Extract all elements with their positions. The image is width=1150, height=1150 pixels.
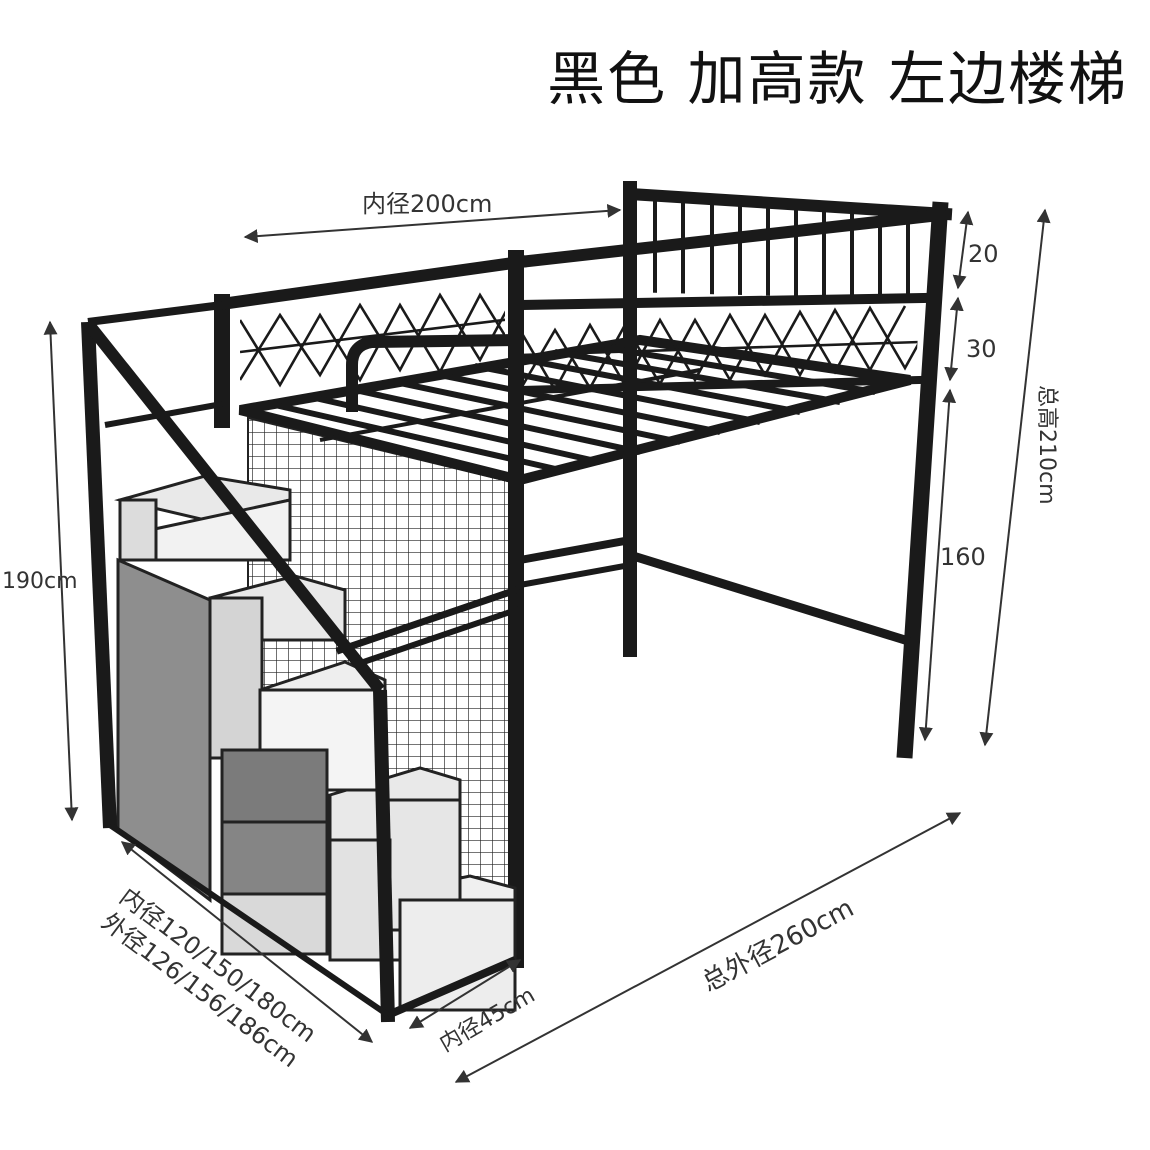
drawer-lower: [220, 820, 329, 896]
front-rail-lattice: [520, 304, 920, 390]
total-outer-length-label: 总外径260cm: [697, 893, 859, 998]
page-title: 黑色 加高款 左边楼梯: [547, 45, 1128, 113]
guard-handle: [346, 334, 521, 412]
dimension-lines: [43, 203, 1051, 1083]
inner-length-label: 内径200cm: [362, 190, 492, 218]
stair-height-label: 190cm: [2, 569, 78, 594]
total-height-label: 总高210cm: [1034, 385, 1059, 505]
drawer-upper: [220, 748, 329, 824]
top-segment-label: 20: [968, 240, 999, 268]
middle-segment-label: 30: [966, 335, 997, 363]
lower-segment-label: 160: [940, 543, 986, 571]
